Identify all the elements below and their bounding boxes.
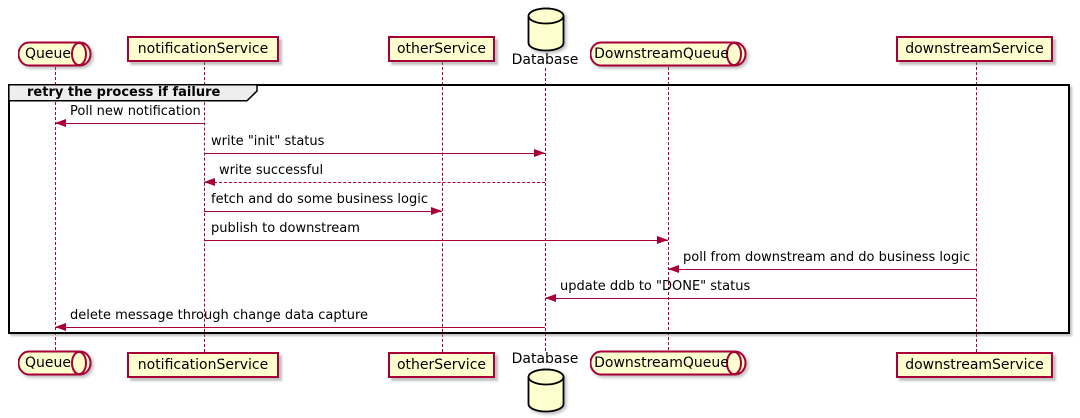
- message-delete-message-cdc: delete message through change data captu…: [55, 308, 545, 333]
- lifeline-downstream-queue: [668, 67, 669, 350]
- participant-downstream-service-top: downstreamService: [896, 36, 1053, 62]
- message-arrow: [668, 265, 976, 275]
- arrowhead-right-icon: [657, 236, 668, 244]
- database-cylinder-icon: [527, 7, 565, 52]
- participant-label: notificationService: [137, 357, 269, 373]
- participant-database-bottom: [527, 368, 565, 413]
- arrow-line: [55, 123, 204, 124]
- message-publish-to-downstream: publish to downstream: [204, 221, 668, 246]
- lifeline-queue: [55, 67, 56, 350]
- message-arrow: [55, 323, 545, 333]
- arrow-line: [55, 327, 545, 328]
- message-arrow: [204, 178, 545, 188]
- participant-queue-bottom: Queue: [18, 350, 92, 376]
- message-update-ddb-done: update ddb to "DONE" status: [545, 279, 976, 304]
- message-label: poll from downstream and do business log…: [683, 250, 971, 265]
- message-write-init-status: write "init" status: [204, 134, 545, 159]
- queue-shape-icon: [590, 350, 747, 376]
- participant-label: Queue: [25, 46, 71, 62]
- arrowhead-left-icon: [668, 265, 679, 273]
- message-write-successful: write successful: [204, 163, 545, 188]
- frame-title: retry the process if failure: [27, 85, 221, 100]
- message-label: publish to downstream: [211, 221, 360, 236]
- message-label: fetch and do some business logic: [211, 192, 429, 207]
- arrowhead-left-icon: [55, 119, 66, 127]
- message-label: write "init" status: [211, 134, 325, 149]
- participant-label: downstreamService: [905, 41, 1044, 57]
- participant-label: DownstreamQueue: [594, 46, 729, 62]
- arrowhead-right-icon: [431, 207, 442, 215]
- lifeline-downstream-service: [976, 62, 977, 352]
- database-cylinder-icon: [527, 368, 565, 413]
- participant-label: otherService: [396, 41, 487, 57]
- participant-database-top-label: Database: [511, 52, 579, 68]
- message-arrow: [55, 119, 204, 129]
- arrowhead-left-icon: [204, 178, 215, 186]
- arrow-line: [204, 240, 668, 241]
- message-arrow: [545, 294, 976, 304]
- message-arrow: [204, 207, 442, 217]
- arrow-line: [545, 298, 976, 299]
- message-arrow: [204, 149, 545, 159]
- arrow-line-dashed: [204, 182, 545, 183]
- participant-label: otherService: [396, 357, 487, 373]
- arrowhead-right-icon: [534, 149, 545, 157]
- message-label: Poll new notification: [70, 104, 201, 119]
- participant-label: Queue: [25, 355, 71, 371]
- queue-shape-icon: [18, 41, 92, 67]
- queue-shape-icon: [18, 350, 92, 376]
- arrow-line: [204, 153, 545, 154]
- participant-notification-service-top: notificationService: [127, 36, 279, 62]
- message-fetch-business-logic: fetch and do some business logic: [204, 192, 442, 217]
- frame-title-pentagon: [8, 84, 259, 106]
- lifeline-notification-service: [204, 62, 205, 352]
- participant-queue-top: Queue: [18, 41, 92, 67]
- participant-downstream-queue-bottom: DownstreamQueue: [590, 350, 747, 376]
- participant-downstream-service-bottom: downstreamService: [896, 352, 1053, 378]
- participant-database-top: [527, 7, 565, 52]
- lifeline-other-service: [442, 62, 443, 352]
- arrow-line: [668, 269, 976, 270]
- message-label: write successful: [219, 163, 324, 178]
- participant-label: DownstreamQueue: [594, 355, 729, 371]
- participant-label: notificationService: [137, 41, 269, 57]
- participant-notification-service-bottom: notificationService: [127, 352, 279, 378]
- arrow-line: [204, 211, 442, 212]
- frame-retry-group: [8, 84, 1070, 334]
- message-label: delete message through change data captu…: [70, 308, 369, 323]
- message-poll-new-notification: Poll new notification: [55, 104, 204, 129]
- message-label: update ddb to "DONE" status: [560, 279, 751, 294]
- participant-label: downstreamService: [905, 357, 1044, 373]
- message-poll-from-downstream: poll from downstream and do business log…: [668, 250, 976, 275]
- participant-downstream-queue-top: DownstreamQueue: [590, 41, 747, 67]
- participant-database-bottom-label: Database: [511, 351, 579, 367]
- lifeline-database: [545, 68, 546, 351]
- message-arrow: [204, 236, 668, 246]
- queue-shape-icon: [590, 41, 747, 67]
- participant-other-service-bottom: otherService: [388, 352, 495, 378]
- participant-other-service-top: otherService: [388, 36, 495, 62]
- arrowhead-left-icon: [55, 323, 66, 331]
- arrowhead-left-icon: [545, 294, 556, 302]
